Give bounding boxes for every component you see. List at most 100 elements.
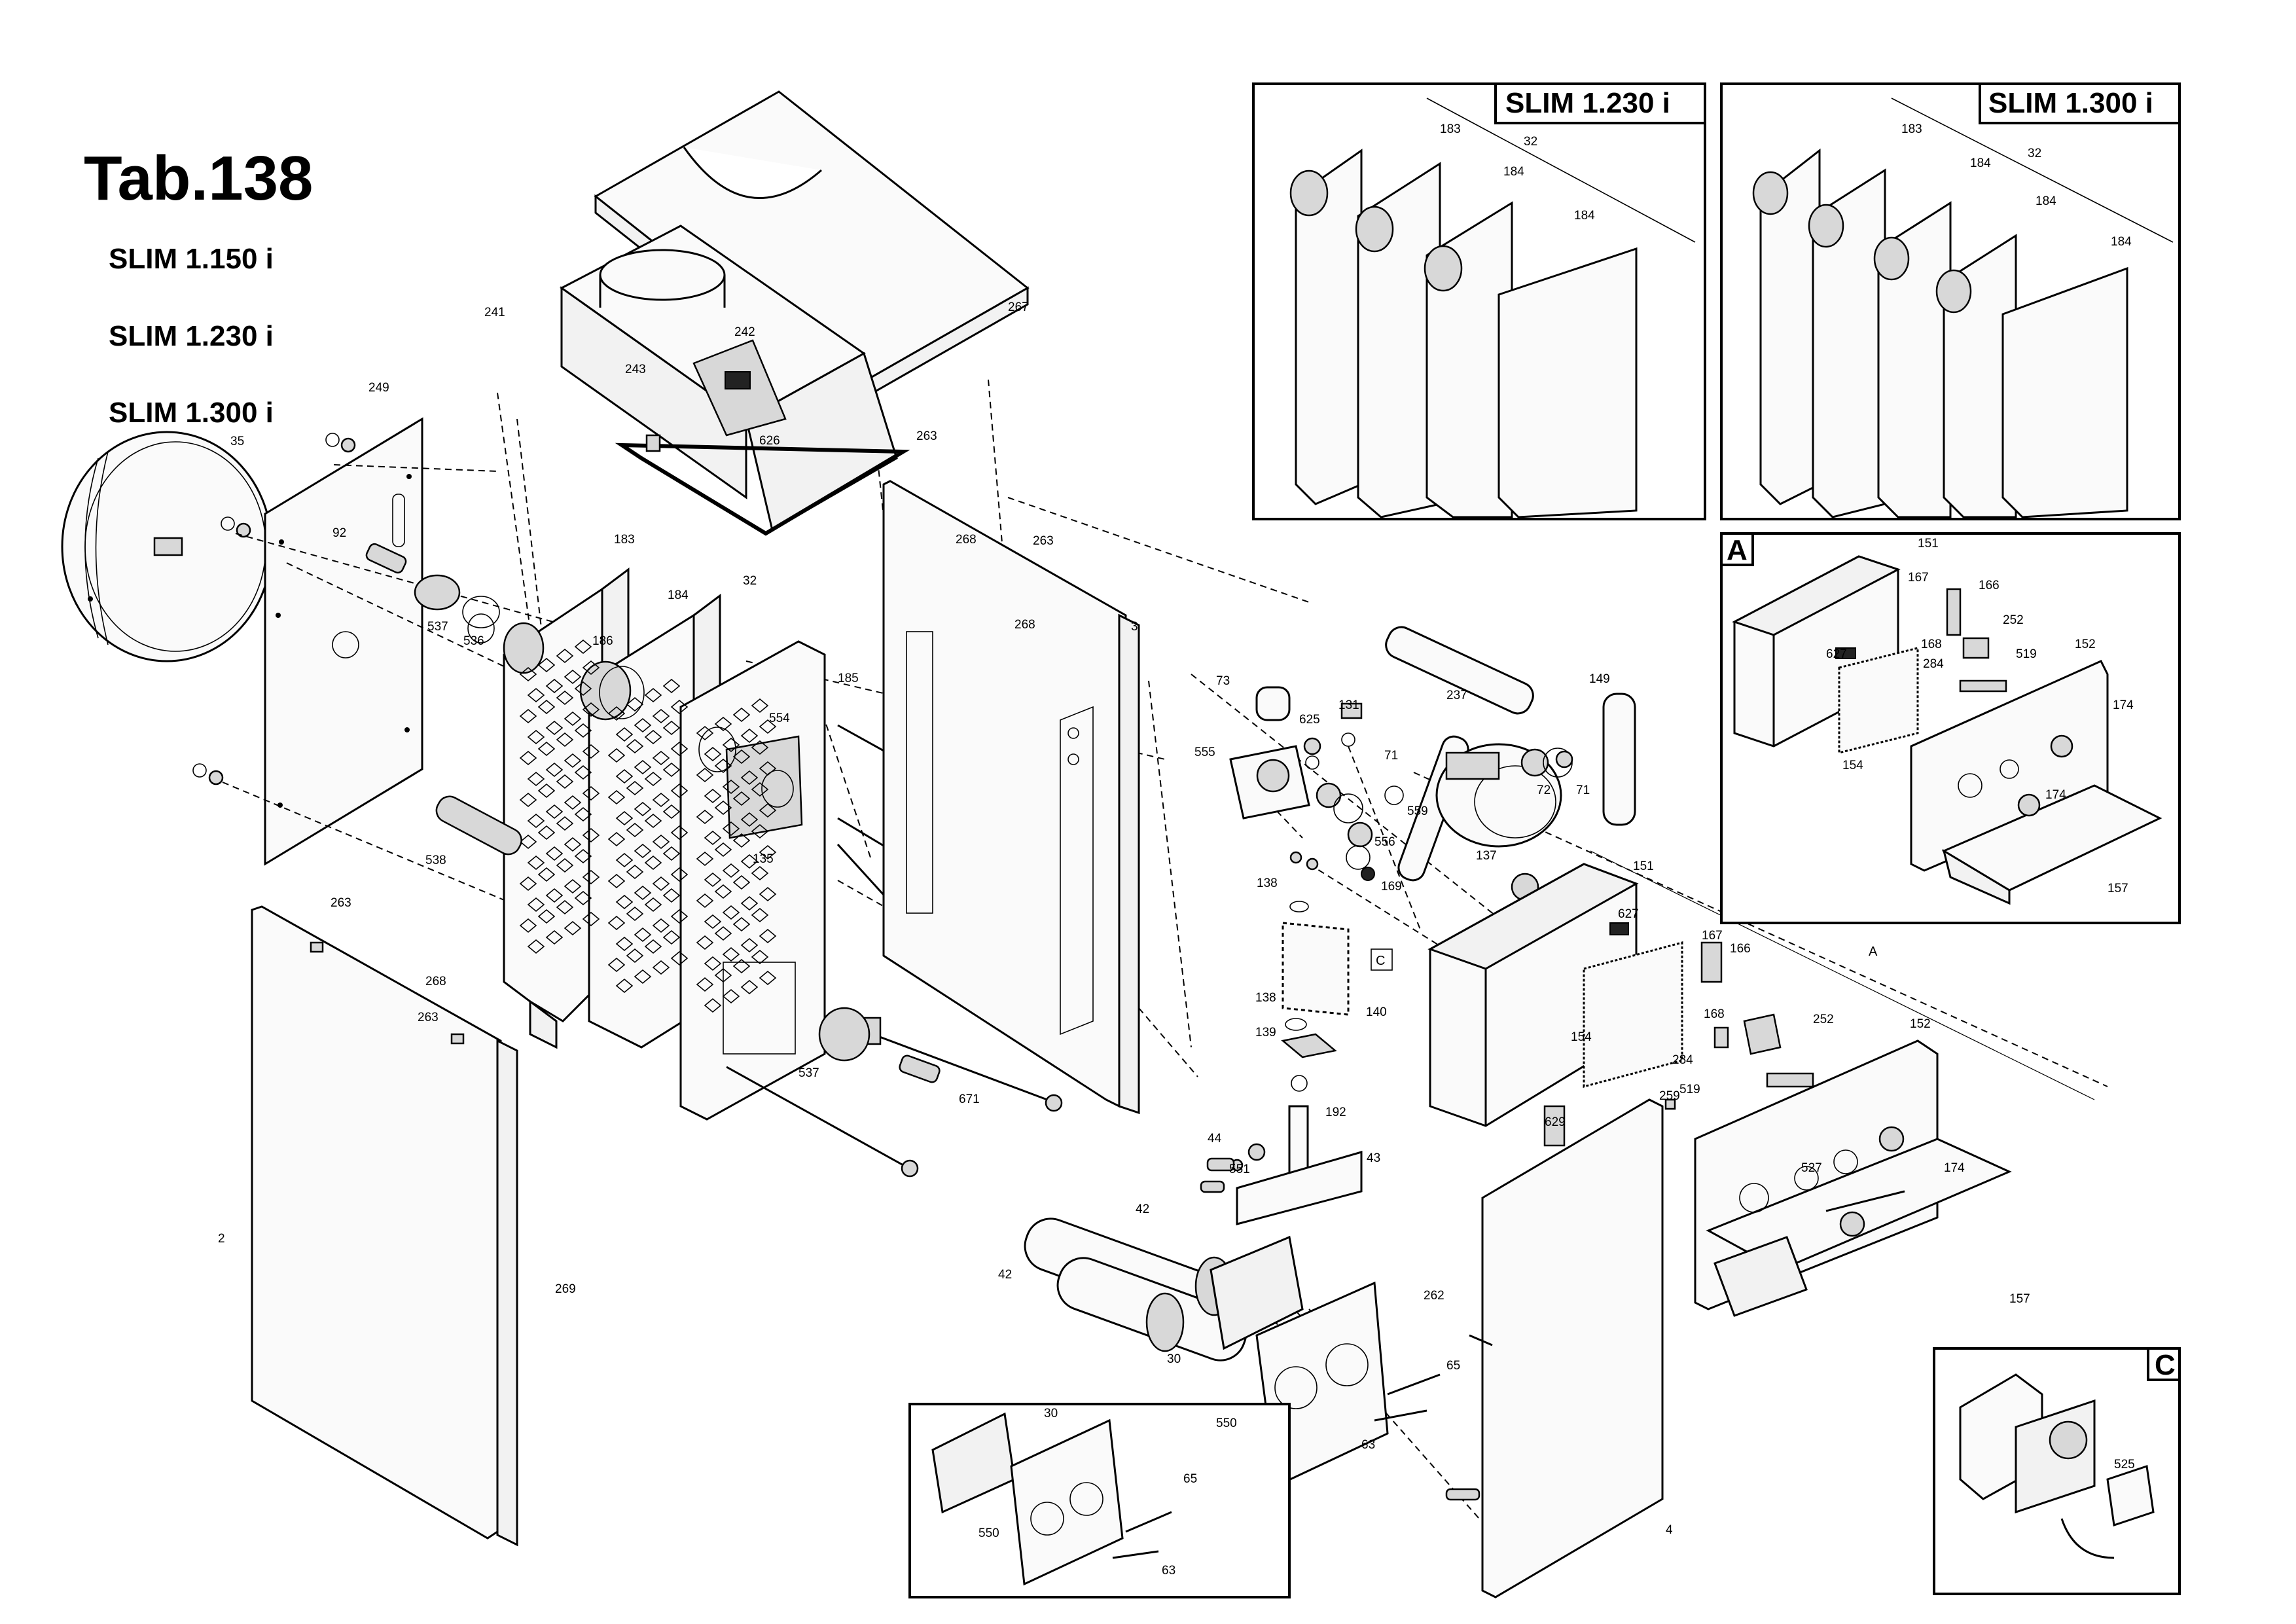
part-number-label: 30 <box>1167 1352 1181 1366</box>
part-number-label: 527 <box>1801 1161 1822 1175</box>
control-panel-152 <box>1694 1039 2012 1317</box>
fin-mark <box>732 749 751 765</box>
part-number-label: 186 <box>592 634 613 648</box>
fin-mark <box>537 699 556 715</box>
callout-a-pointer: A <box>1590 850 2095 1100</box>
part-number-label: 154 <box>1571 1030 1592 1044</box>
fin-mark <box>670 741 689 757</box>
fin-mark <box>740 937 759 953</box>
fin-mark <box>519 876 537 892</box>
fin-mark <box>574 765 592 780</box>
inset-part-number-label: 183 <box>1440 122 1461 136</box>
fin-mark <box>545 762 564 778</box>
inset-a: A <box>1720 532 2181 924</box>
fin-mark <box>722 988 740 1004</box>
fin-mark <box>704 788 722 804</box>
callout-a-label: A <box>1869 945 1878 959</box>
inset-part-number-label: 525 <box>2114 1458 2135 1471</box>
fin-mark <box>759 844 777 860</box>
fin-mark <box>582 869 600 885</box>
inset-part-number-label: 65 <box>1183 1472 1197 1486</box>
fin-mark <box>519 750 537 766</box>
part-number-label: 43 <box>1367 1151 1380 1165</box>
fin-mark <box>644 897 662 912</box>
fin-mark <box>564 837 582 852</box>
part-number-label: 242 <box>734 325 755 339</box>
fin-mark <box>662 762 681 778</box>
fin-mark <box>751 698 769 713</box>
inset-c: C <box>1933 1347 2181 1595</box>
fin-mark <box>759 970 777 986</box>
part-number-label: 185 <box>838 672 859 685</box>
inset-part-number-label: 32 <box>2028 147 2041 160</box>
fin-mark <box>652 918 670 933</box>
fin-mark <box>634 885 652 901</box>
fin-mark <box>564 795 582 810</box>
fin-mark <box>652 960 670 975</box>
fin-mark <box>527 939 545 954</box>
fin-mark <box>670 783 689 799</box>
fin-mark <box>740 854 759 869</box>
heat-exchanger-section-rear <box>679 640 826 1121</box>
fin-mark <box>652 876 670 892</box>
part-number-label: 627 <box>1618 907 1639 921</box>
part-number-label: 183 <box>614 533 635 547</box>
fin-mark <box>607 789 626 805</box>
fin-mark <box>740 770 759 785</box>
inset-part-number-label: 151 <box>1918 537 1939 550</box>
part-number-label: 263 <box>418 1011 439 1024</box>
fin-mark <box>696 851 714 867</box>
fin-mark <box>626 738 644 754</box>
fin-mark <box>652 792 670 808</box>
fin-mark <box>696 767 714 783</box>
part-number-label: 135 <box>753 852 774 866</box>
part-number-label: 519 <box>1679 1083 1700 1096</box>
fin-mark <box>670 825 689 840</box>
fin-mark <box>662 720 681 736</box>
part-number-label: 625 <box>1299 713 1320 727</box>
fin-mark <box>704 998 722 1013</box>
fin-mark <box>626 906 644 922</box>
inset-part-number-label: 32 <box>1524 135 1537 149</box>
fin-mark <box>607 706 626 721</box>
fin-mark <box>652 708 670 724</box>
fin-mark <box>722 821 740 837</box>
part-number-label: 550 <box>1216 1416 1237 1430</box>
part-number-label: 537 <box>427 620 448 634</box>
fin-mark <box>732 958 751 974</box>
part-number-label: 72 <box>1537 784 1551 797</box>
part-number-label: 138 <box>1257 876 1278 890</box>
fin-mark <box>545 888 564 903</box>
fin-mark <box>644 771 662 787</box>
inset-part-number-label: 184 <box>2036 194 2056 208</box>
part-number-label: 35 <box>230 435 244 448</box>
fin-mark <box>545 678 564 694</box>
inset-part-number-label: 174 <box>2045 788 2066 802</box>
part-number-label: 192 <box>1325 1106 1346 1119</box>
fin-mark <box>574 848 592 864</box>
inset-part-number-label: 166 <box>1979 579 2000 592</box>
part-number-label: 556 <box>1374 835 1395 849</box>
fin-mark <box>545 929 564 945</box>
expansion-vessel <box>61 431 273 662</box>
fin-mark <box>696 725 714 741</box>
part-number-label: 138 <box>1255 991 1276 1005</box>
fin-mark <box>615 852 634 868</box>
part-number-label: 137 <box>1476 849 1497 863</box>
fin-mark <box>556 690 574 706</box>
fin-mark <box>722 905 740 920</box>
part-number-label: 237 <box>1446 689 1467 702</box>
inset-part-number-label: 167 <box>1908 571 1929 585</box>
part-number-label: 538 <box>425 854 446 867</box>
part-number-label: 269 <box>555 1282 576 1296</box>
part-number-label: 551 <box>1229 1163 1250 1176</box>
fin-mark <box>564 878 582 894</box>
fin-mark <box>519 792 537 808</box>
inset-part-number-label: 183 <box>1901 122 1922 136</box>
part-number-label: 42 <box>1136 1202 1149 1216</box>
fin-mark <box>582 744 600 759</box>
fin-mark <box>582 785 600 801</box>
part-number-label: 151 <box>1633 859 1654 873</box>
rear-panel <box>264 417 423 866</box>
